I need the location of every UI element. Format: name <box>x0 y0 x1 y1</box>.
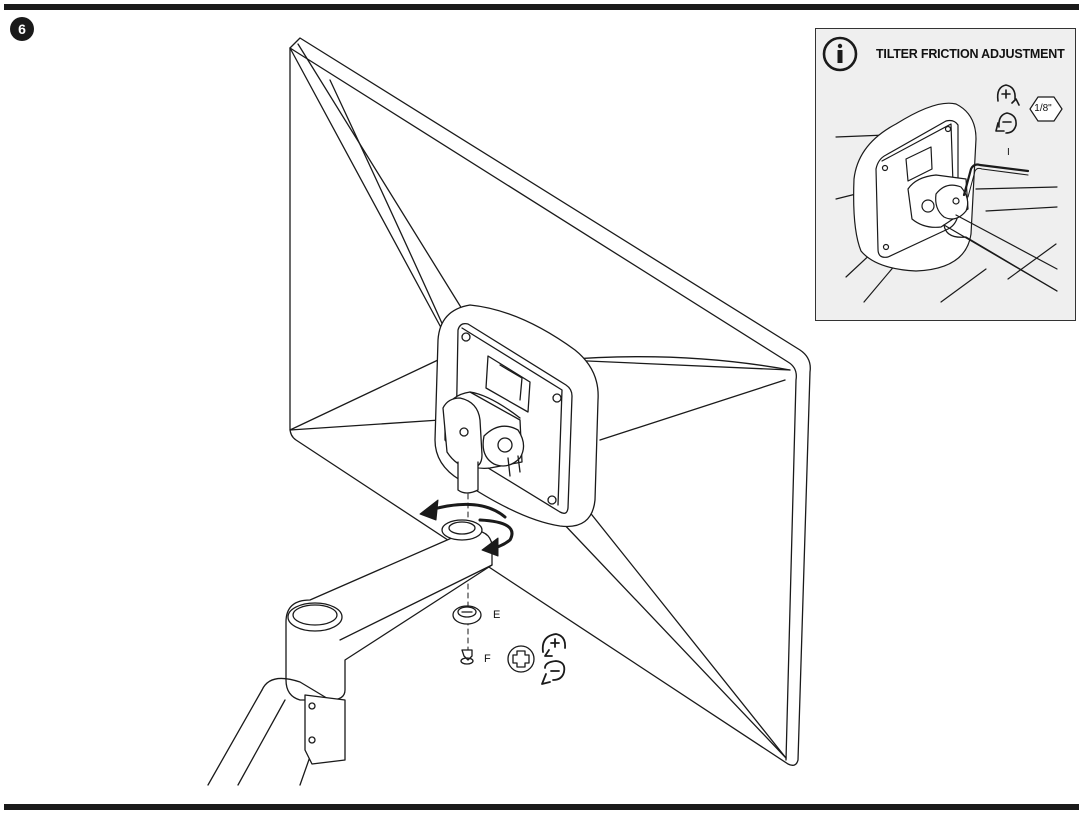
tilter-detail-illustration <box>822 36 1063 303</box>
part-e-cap <box>452 605 482 625</box>
tilter-head <box>442 391 525 494</box>
info-icon <box>822 36 858 72</box>
monitor-arm <box>207 519 493 786</box>
part-f-screw <box>460 649 474 665</box>
step-number-badge: 6 <box>10 17 34 41</box>
top-rule <box>4 4 1079 10</box>
tilter-friction-info-panel: TILTER FRICTION ADJUSTMENT 1/8" I <box>815 28 1076 321</box>
info-panel-title: TILTER FRICTION ADJUSTMENT <box>876 47 1065 61</box>
loosen-icon <box>541 660 566 685</box>
callout-e: E <box>493 609 501 621</box>
hex-key-size-label: 1/8" <box>1034 103 1052 114</box>
tighten-icon <box>541 633 566 657</box>
phillips-screwdriver-icon <box>507 645 535 673</box>
callout-i: I <box>1007 147 1010 158</box>
hex-key-icon <box>1029 96 1063 122</box>
tighten-icon <box>996 84 1020 106</box>
rotation-arrows <box>419 499 514 557</box>
callout-f: F <box>484 653 491 665</box>
bottom-rule <box>4 804 1079 810</box>
loosen-icon <box>995 112 1017 134</box>
